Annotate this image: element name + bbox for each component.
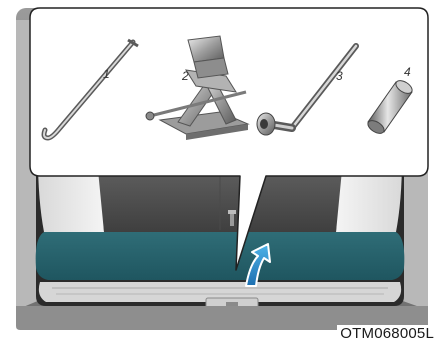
callout-number-4: 4	[404, 65, 411, 79]
callout-number-1: 1	[103, 67, 110, 81]
callout-number-3: 3	[336, 69, 343, 83]
figure-code: OTM068005L	[337, 325, 434, 342]
callout-number-2: 2	[181, 69, 189, 83]
